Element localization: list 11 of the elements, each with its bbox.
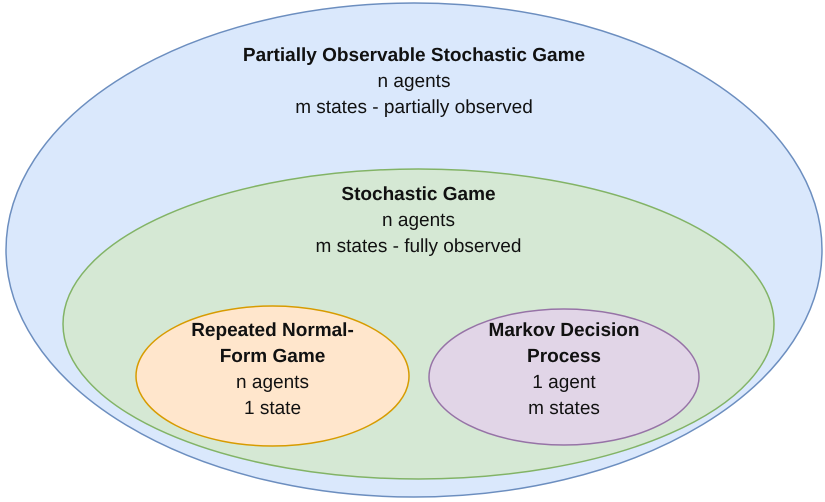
region-description: n agents	[378, 70, 450, 94]
region-title: Markov Decision Process	[488, 319, 640, 369]
region-description: m states	[528, 397, 600, 421]
region-title: Partially Observable Stochastic Game	[242, 44, 586, 68]
region-description: m states - fully observed	[316, 235, 522, 259]
region-description: 1 state	[244, 397, 302, 421]
region-description: n agents	[382, 209, 455, 233]
region-description: 1 agent	[532, 371, 596, 395]
region-title: Stochastic Game	[341, 183, 496, 207]
region-description: m states - partially observed	[295, 96, 533, 120]
region-description: n agents	[236, 371, 309, 395]
